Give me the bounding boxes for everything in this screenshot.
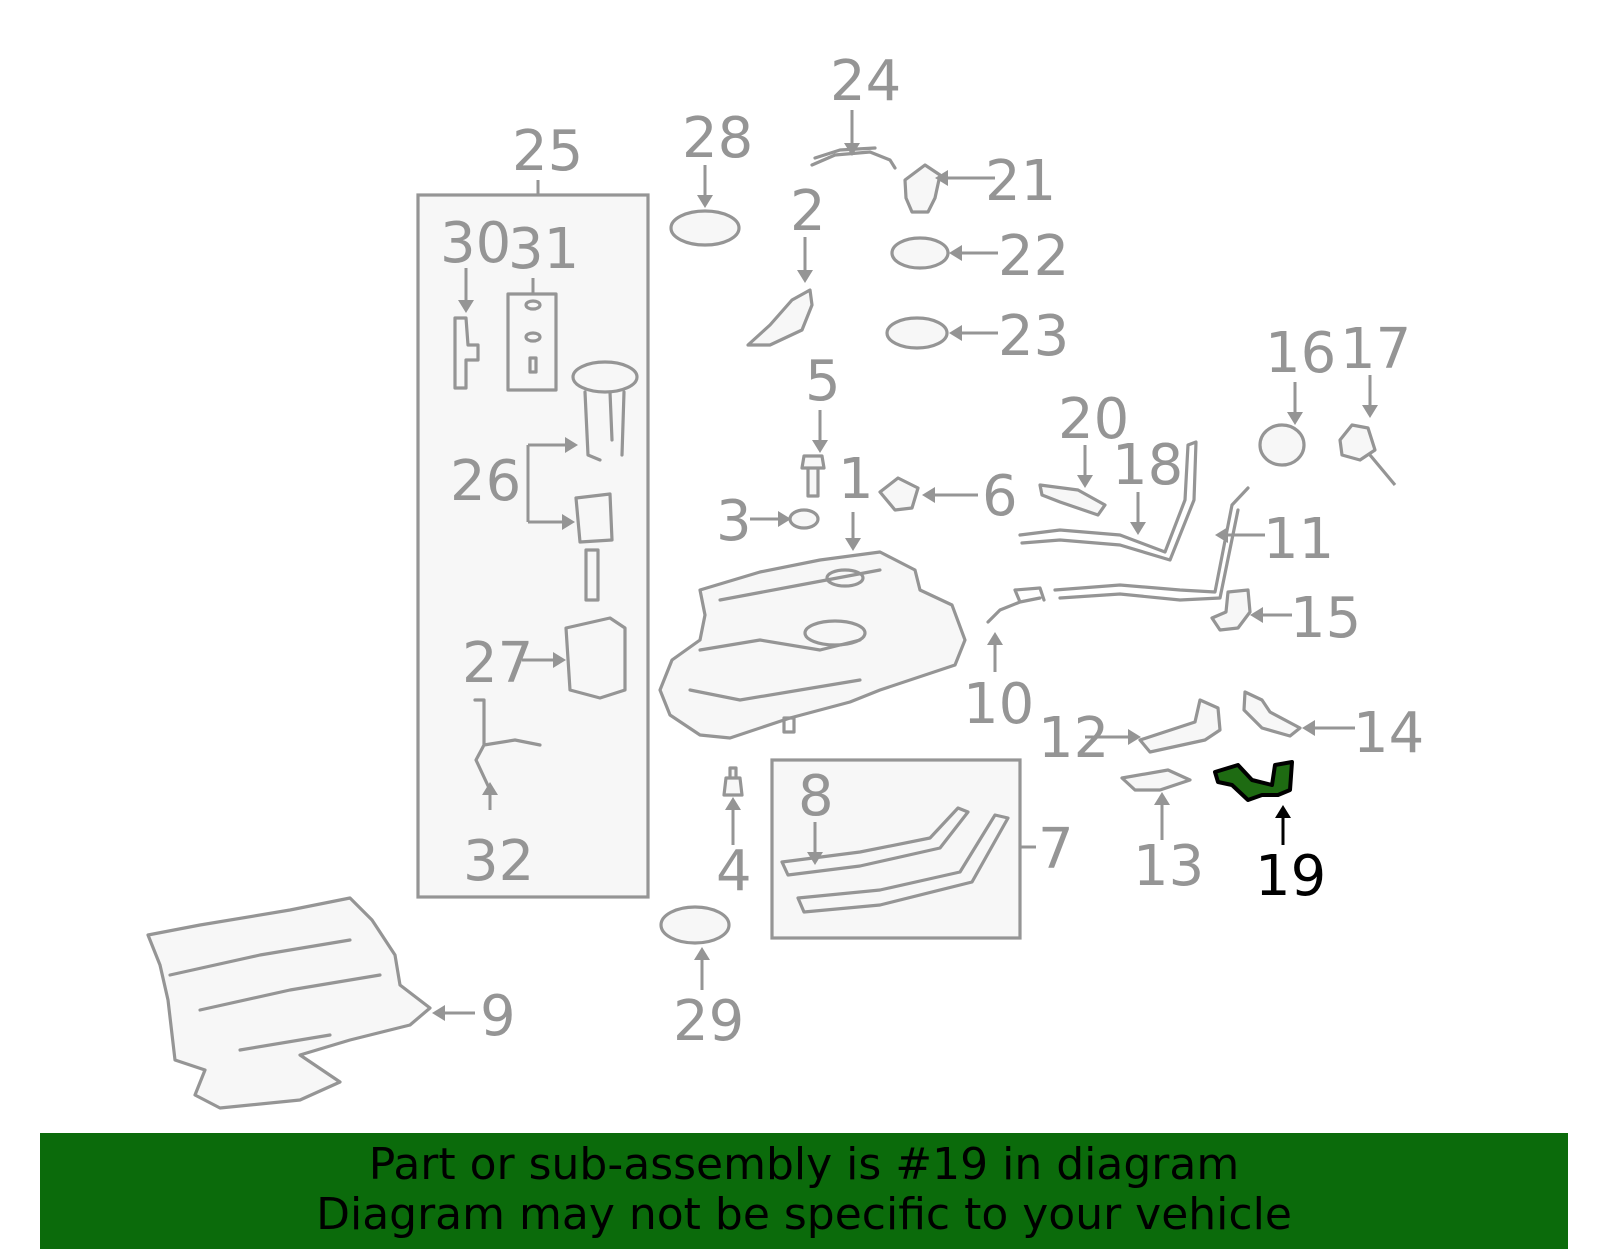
callout-31: 31 (508, 217, 579, 282)
fuel-pump-part-26 (571, 360, 639, 602)
callout-labels: 1 2 3 4 5 6 7 8 9 10 11 12 13 14 15 16 1… (440, 49, 1424, 1054)
gasket-part-22 (890, 236, 950, 270)
callout-22: 22 (998, 224, 1069, 289)
harness-part-32 (473, 698, 542, 792)
callout-27: 27 (462, 631, 533, 696)
banner-line-1: Part or sub-assembly is #19 in diagram (368, 1139, 1240, 1190)
pipe-part-18 (1018, 440, 1198, 562)
leader-lines (432, 110, 1378, 1021)
callout-8: 8 (798, 764, 834, 829)
callout-23: 23 (998, 304, 1069, 369)
callout-10: 10 (963, 672, 1034, 737)
callout-12: 12 (1038, 706, 1109, 771)
callout-15: 15 (1290, 586, 1361, 651)
sender-part-30 (453, 316, 480, 390)
cap-part-16 (1258, 423, 1306, 467)
highlighted-part-19 (1213, 760, 1294, 802)
gasket-part-28 (669, 209, 741, 247)
callout-17: 17 (1340, 317, 1411, 382)
group-box-7 (770, 758, 1022, 940)
bolt-part-5 (800, 454, 826, 498)
callout-11: 11 (1263, 507, 1334, 572)
sensor-part-17 (1338, 423, 1397, 487)
callout-21: 21 (985, 149, 1056, 214)
clip-part-4 (722, 766, 744, 797)
callout-19: 19 (1255, 844, 1326, 909)
tank-strap-part-7 (796, 813, 1010, 914)
callout-24: 24 (830, 49, 901, 114)
bracket-part-6 (878, 476, 920, 512)
bracket-part-12 (1138, 698, 1222, 754)
callout-2: 2 (790, 179, 826, 244)
callout-32: 32 (463, 829, 534, 894)
callout-14: 14 (1353, 701, 1424, 766)
grommet-part-3 (788, 508, 820, 530)
callout-25: 25 (512, 119, 583, 184)
pump-bracket-part-27 (564, 616, 627, 700)
hose-part-15 (1210, 588, 1252, 632)
lock-ring-part-29 (659, 905, 731, 945)
heat-shield-part-9 (146, 896, 432, 1110)
callout-16: 16 (1265, 321, 1336, 386)
callout-4: 4 (716, 839, 752, 904)
ring-part-23 (885, 316, 949, 350)
callout-5: 5 (805, 349, 841, 414)
callout-20: 20 (1058, 387, 1129, 452)
tank-strap-part-8 (780, 806, 970, 877)
callout-26: 26 (450, 449, 521, 514)
callout-13: 13 (1133, 834, 1204, 899)
callout-28: 28 (682, 106, 753, 171)
callout-3: 3 (716, 489, 752, 554)
pipe-part-11 (1053, 486, 1250, 602)
bracket-part-13 (1120, 768, 1192, 792)
callout-29: 29 (673, 989, 744, 1054)
bracket-part-20 (1038, 483, 1107, 517)
filter-part-31 (506, 292, 558, 392)
callout-7: 7 (1038, 817, 1074, 882)
valve-part-21 (903, 163, 942, 214)
info-banner: Part or sub-assembly is #19 in diagram D… (40, 1133, 1568, 1249)
fuel-tank-part-1 (658, 550, 967, 740)
bracket-part-2 (746, 288, 814, 347)
hose-part-10 (986, 586, 1046, 624)
callout-18: 18 (1112, 433, 1183, 498)
callout-6: 6 (982, 464, 1018, 529)
bracket-part-14 (1242, 690, 1302, 738)
hose-part-24 (810, 146, 897, 170)
callout-1: 1 (838, 447, 874, 512)
banner-line-2: Diagram may not be specific to your vehi… (316, 1189, 1292, 1240)
callout-30: 30 (440, 211, 511, 276)
callout-9: 9 (480, 984, 516, 1049)
